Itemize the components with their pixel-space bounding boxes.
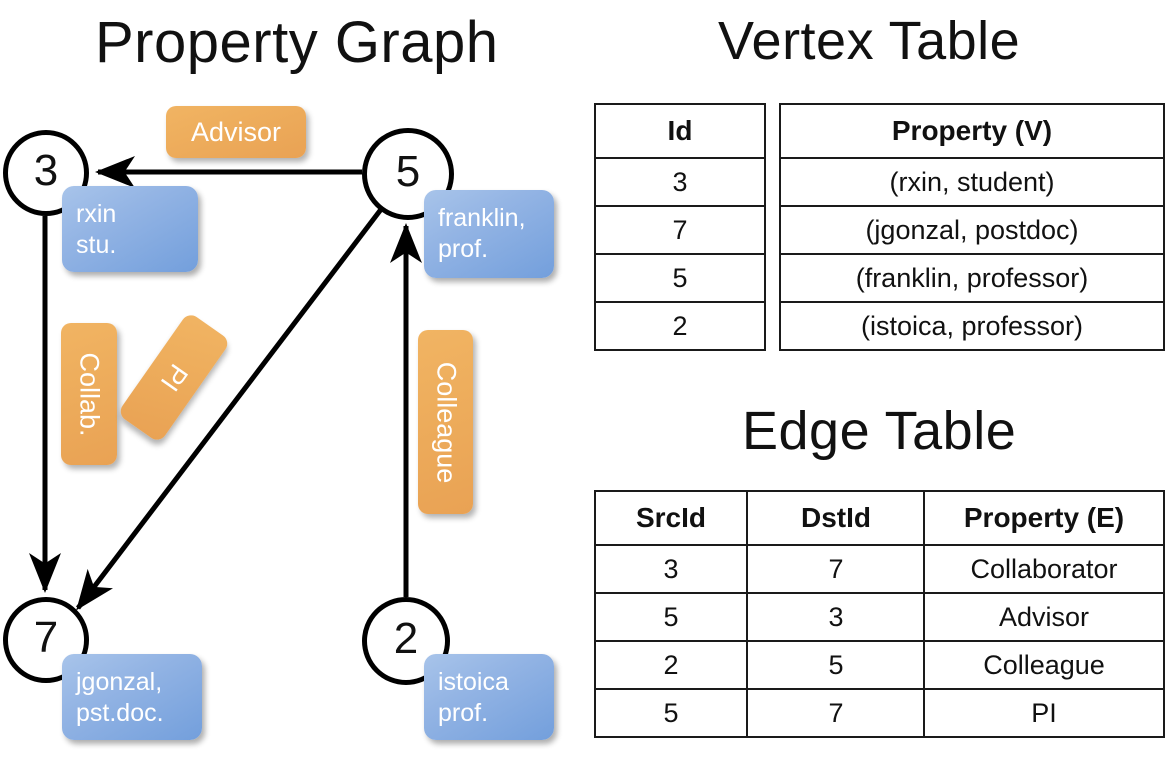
- edge-label-colleague-text: Colleague: [431, 361, 461, 483]
- table-row: 2 5: [594, 640, 926, 690]
- edge-5-to-7: [76, 206, 384, 611]
- graph-node-3[interactable]: 3: [3, 130, 89, 216]
- edge-label-collab-text: Collab.: [74, 351, 105, 437]
- edge-table-property-column: Property (E) Collaborator Advisor Collea…: [923, 490, 1165, 738]
- page-title-vertex-table: Vertex Table: [718, 11, 1021, 71]
- table-row: 3: [594, 157, 766, 207]
- vertex-property-box-5-line2: prof.: [438, 235, 489, 263]
- edge-table-cell-srcid: 5: [594, 688, 748, 738]
- table-row: (jgonzal, postdoc): [779, 205, 1165, 255]
- edge-table-cell-property: PI: [923, 688, 1165, 738]
- vertex-property-box-2-line1: istoica: [438, 668, 509, 696]
- edge-table-cell-srcid: 5: [594, 592, 748, 642]
- page-title-edge-table: Edge Table: [742, 401, 1017, 461]
- graph-node-2-label: 2: [393, 614, 419, 663]
- vertex-table-cell-id: 2: [594, 301, 766, 351]
- edge-table-id-columns: SrcId DstId 3 7 5 3 2 5 5 7: [594, 490, 926, 738]
- edge-table-cell-dstid: 7: [746, 688, 926, 738]
- vertex-table-property-column: Property (V) (rxin, student) (jgonzal, p…: [779, 103, 1165, 351]
- page-title-property-graph: Property Graph: [95, 10, 499, 75]
- vertex-property-box-7-line2: pst.doc.: [76, 699, 164, 727]
- vertex-property-box-3[interactable]: rxin stu.: [62, 186, 198, 272]
- edge-table-cell-srcid: 2: [594, 640, 748, 690]
- vertex-property-box-5-line1: franklin,: [438, 204, 526, 232]
- table-row: 7: [594, 205, 766, 255]
- vertex-table-cell-property: (istoica, professor): [779, 301, 1165, 351]
- edge-label-collab[interactable]: Collab.: [61, 323, 117, 465]
- vertex-property-box-7-line1: jgonzal,: [76, 668, 163, 696]
- table-row: 5 7: [594, 688, 926, 738]
- vertex-table-header-property: Property (V): [779, 103, 1165, 159]
- vertex-table-cell-property: (franklin, professor): [779, 253, 1165, 303]
- table-row: 3 7: [594, 544, 926, 594]
- vertex-property-box-3-line1: rxin: [76, 200, 117, 228]
- edge-table-cell-dstid: 7: [746, 544, 926, 594]
- table-row: (rxin, student): [779, 157, 1165, 207]
- table-row: Colleague: [923, 640, 1165, 690]
- table-row: Advisor: [923, 592, 1165, 642]
- table-row: 5: [594, 253, 766, 303]
- vertex-property-box-3-line2: stu.: [76, 231, 117, 259]
- vertex-table-cell-id: 5: [594, 253, 766, 303]
- edge-label-pi-text: PI: [154, 358, 195, 397]
- edge-table-header-dstid: DstId: [746, 490, 926, 546]
- edge-label-colleague[interactable]: Colleague: [418, 330, 473, 514]
- table-row: 5 3: [594, 592, 926, 642]
- edge-label-advisor-text: Advisor: [190, 116, 282, 147]
- table-row: PI: [923, 688, 1165, 738]
- edge-table-cell-dstid: 3: [746, 592, 926, 642]
- vertex-property-box-5[interactable]: franklin, prof.: [424, 190, 554, 278]
- graph-node-3-label: 3: [33, 146, 59, 195]
- vertex-property-box-2-line2: prof.: [438, 699, 489, 727]
- edge-label-advisor[interactable]: Advisor: [166, 106, 306, 158]
- edge-table-cell-property: Colleague: [923, 640, 1165, 690]
- vertex-table-cell-id: 3: [594, 157, 766, 207]
- vertex-property-box-2[interactable]: istoica prof.: [424, 654, 554, 740]
- edge-table-header-property: Property (E): [923, 490, 1165, 546]
- vertex-property-box-7[interactable]: jgonzal, pst.doc.: [62, 654, 202, 740]
- vertex-table-cell-property: (jgonzal, postdoc): [779, 205, 1165, 255]
- vertex-table-cell-id: 7: [594, 205, 766, 255]
- table-row: (istoica, professor): [779, 301, 1165, 351]
- table-row: Collaborator: [923, 544, 1165, 594]
- edge-table-cell-property: Collaborator: [923, 544, 1165, 594]
- edge-table-cell-dstid: 5: [746, 640, 926, 690]
- vertex-table-id-column: Id 3 7 5 2: [594, 103, 766, 351]
- table-row: (franklin, professor): [779, 253, 1165, 303]
- edge-table-header-srcid: SrcId: [594, 490, 748, 546]
- edge-table-cell-property: Advisor: [923, 592, 1165, 642]
- graph-node-7-label: 7: [33, 613, 59, 662]
- table-row: 2: [594, 301, 766, 351]
- graph-node-5-label: 5: [395, 147, 421, 196]
- vertex-table-header-id: Id: [594, 103, 766, 159]
- vertex-table-cell-property: (rxin, student): [779, 157, 1165, 207]
- edge-table-cell-srcid: 3: [594, 544, 748, 594]
